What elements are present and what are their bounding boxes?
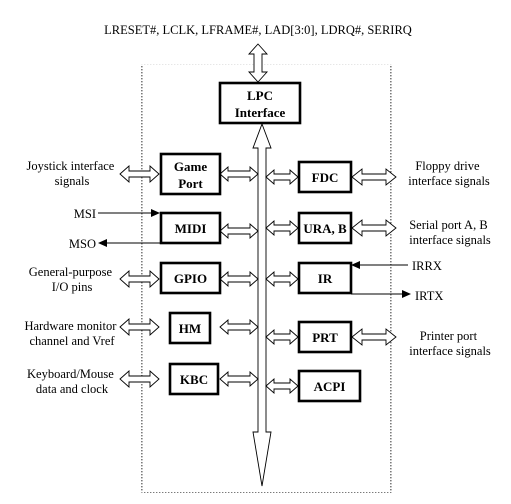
serial-port-label: Serial port A, B interface signals (409, 218, 491, 247)
mso-label: MSO (69, 237, 96, 251)
msi-label: MSI (74, 207, 96, 221)
external-arrow-joystick (119, 164, 160, 184)
internal-bus-arrow (252, 122, 272, 487)
lpc-bus-external-arrow (247, 43, 269, 83)
joystick-signals-label: Joystick interface signals (27, 159, 118, 188)
svg-text:Interface: Interface (235, 105, 286, 120)
connector-prt (265, 329, 299, 345)
game-port-block: Game Port (159, 152, 222, 196)
irtx-arrowhead (402, 290, 411, 298)
ir-block: IR (297, 261, 353, 295)
svg-text:ACPI: ACPI (314, 379, 346, 394)
hardware-monitor-label: Hardware monitor channel and Vref (24, 319, 119, 348)
connector-gpio (219, 271, 259, 287)
connector-midi (219, 223, 259, 239)
fdc-block: FDC (297, 160, 353, 194)
acpi-block: ACPI (297, 369, 362, 403)
hm-block: HM (168, 311, 212, 345)
connector-kbc (219, 371, 259, 387)
external-arrow-gpio (119, 269, 160, 289)
svg-text:PRT: PRT (312, 330, 338, 345)
svg-text:GPIO: GPIO (174, 271, 207, 286)
printer-port-label: Printer port interface signals (409, 329, 491, 358)
connector-ir (265, 271, 299, 287)
connector-hm (219, 319, 259, 335)
connector-acpi (265, 378, 299, 394)
svg-text:URA, B: URA, B (303, 221, 347, 236)
external-arrow-hm (119, 317, 160, 337)
lpc-interface-block: LPC Interface (218, 81, 302, 125)
irtx-label: IRTX (415, 289, 443, 303)
svg-text:Port: Port (178, 176, 203, 191)
connector-fdc (265, 169, 299, 185)
svg-text:HM: HM (179, 321, 201, 336)
ura-b-block: URA, B (297, 211, 353, 245)
kbc-block: KBC (168, 362, 220, 396)
svg-text:IR: IR (318, 271, 333, 286)
keyboard-mouse-label: Keyboard/Mouse data and clock (27, 367, 117, 396)
msi-arrowhead (151, 209, 160, 217)
external-arrow-ura (351, 219, 397, 237)
svg-text:LPC: LPC (247, 88, 273, 103)
midi-block: MIDI (159, 211, 222, 245)
gpio-block: GPIO (159, 261, 222, 295)
mso-arrowhead (98, 239, 107, 247)
prt-block: PRT (297, 320, 353, 354)
floppy-drive-label: Floppy drive interface signals (408, 159, 490, 188)
connector-ura (265, 220, 299, 236)
irrx-arrowhead (351, 261, 360, 269)
svg-text:FDC: FDC (312, 170, 339, 185)
irrx-label: IRRX (412, 259, 442, 273)
svg-text:MIDI: MIDI (175, 221, 207, 236)
svg-text:Game: Game (174, 159, 207, 174)
external-arrow-fdc (351, 168, 397, 186)
external-arrow-kbc (119, 369, 160, 389)
connector-game-port (219, 166, 259, 182)
external-arrow-prt (351, 328, 397, 346)
lpc-bus-signals-label: LRESET#, LCLK, LFRAME#, LAD[3:0], LDRQ#,… (104, 23, 412, 37)
gpio-pins-label: General-purpose I/O pins (29, 265, 115, 294)
svg-text:KBC: KBC (180, 372, 208, 387)
